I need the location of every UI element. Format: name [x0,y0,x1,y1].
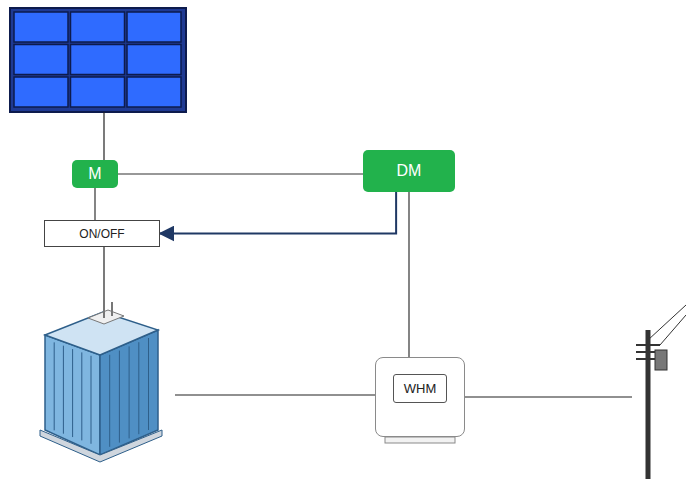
solar-panel [10,8,186,112]
switch-box: ON/OFF [44,220,160,247]
solar-cell [71,12,125,42]
solar-cell [14,77,68,107]
meter-base [385,437,455,443]
node-label: M [88,165,101,183]
solar-cell [127,12,181,42]
meter-box: WHM [375,357,465,437]
solar-cell [14,12,68,42]
signal-line [94,188,95,220]
control-arrow [160,192,396,234]
node-label: ON/OFF [79,227,124,241]
building [40,300,162,462]
solar-cell [127,77,181,107]
node-label: DM [397,162,422,180]
measure-box: M [72,160,118,188]
solar-cell [71,77,125,107]
controller-box: DM [363,150,455,192]
signal-line [118,173,363,174]
signal-line [408,192,409,357]
solar-cell [14,45,68,75]
solar-cell [71,45,125,75]
node-label: WHM [393,374,448,403]
utility-pole [636,305,686,479]
wire [104,112,632,397]
solar-cell [127,45,181,75]
